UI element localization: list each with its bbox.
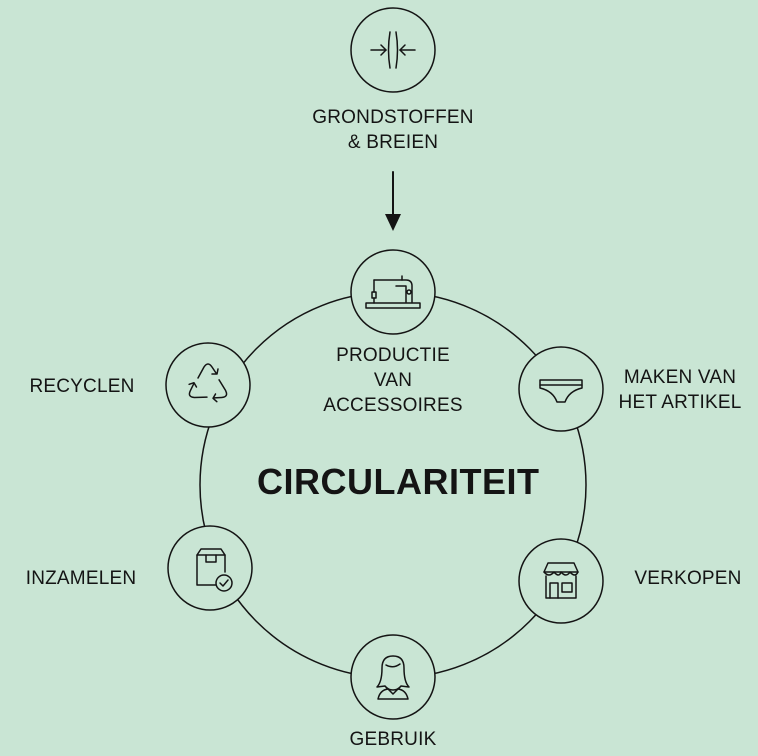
shop-icon — [518, 538, 604, 624]
box-check-icon — [167, 525, 253, 611]
making-stage-label: MAKEN VAN HET ARTIKEL — [618, 367, 742, 413]
production-stage-label: PRODUCTIE VAN ACCESSOIRES — [323, 345, 463, 416]
person-icon — [350, 634, 436, 720]
recycle-icon — [165, 342, 251, 428]
use-stage-label: GEBRUIK — [349, 729, 437, 750]
compress-arrows-icon — [350, 7, 436, 93]
diagram-title: CIRCULARITEIT — [257, 461, 540, 502]
selling-stage-label: VERKOPEN — [634, 568, 742, 589]
underwear-icon — [518, 346, 604, 432]
flow-arrow — [385, 171, 401, 231]
recycling-stage-label: RECYCLEN — [29, 376, 135, 397]
sewing-machine-icon — [350, 249, 436, 335]
collecting-stage-label: INZAMELEN — [25, 568, 137, 589]
input-stage-label: GRONDSTOFFEN & BREIEN — [312, 107, 474, 153]
